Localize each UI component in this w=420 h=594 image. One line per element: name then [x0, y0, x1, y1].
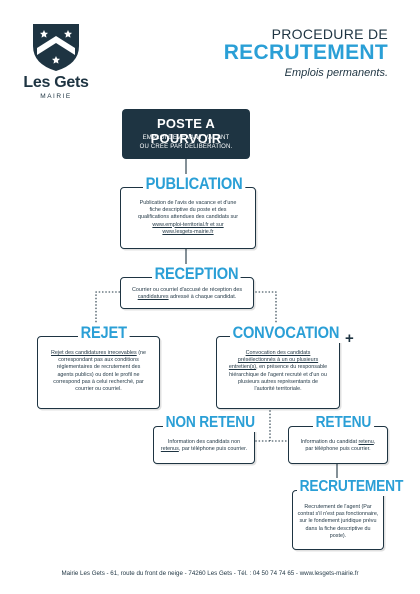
recrutement-title: RECRUTEMENT	[297, 478, 406, 496]
retenu-line: par téléphone puis courrier.	[305, 446, 371, 453]
poste-subtitle: EMPLOI DEVENANT VACANT OU CRÉE PAR DÉLIB…	[122, 134, 250, 151]
convocation-underlined: entretien(s)	[228, 364, 257, 371]
rejet-line-rest: (ne	[136, 350, 146, 356]
connector-reception-rejet	[95, 291, 120, 333]
retenu-line-post: ,	[373, 439, 376, 445]
retenu-line: Information du candidat retenu,	[293, 439, 383, 446]
brand-subtitle: MAIRIE	[40, 93, 72, 100]
publication-line: Publication de l'avis de vacance et d'un…	[139, 200, 237, 206]
rejet-line: Rejet des candidatures irrecevables (ne	[43, 350, 154, 357]
rejet-line: réglementaires de recrutement des	[56, 364, 141, 371]
poste-sub-line-1: EMPLOI DEVENANT VACANT	[142, 135, 230, 141]
box-rejet: REJET Rejet des candidatures irrecevable…	[37, 323, 160, 409]
crest-icon	[33, 24, 79, 71]
retenu-title: RETENU	[313, 414, 374, 432]
rejet-line: correspond pas à celui recherché, par	[53, 378, 144, 385]
box-publication: PUBLICATION Publication de l'avis de vac…	[120, 174, 256, 249]
box-non-retenu: NON RETENU Information des candidats non…	[153, 414, 258, 464]
poste-sub-line-2: OU CRÉE PAR DÉLIBÉRATION.	[139, 143, 233, 150]
non-retenu-text: Information des candidats non retenus, p…	[158, 439, 250, 453]
convocation-line: présélectionnés à un ou plusieurs	[237, 357, 319, 364]
reception-underlined: candidatures	[137, 294, 169, 301]
page-title: RECRUTEMENT	[223, 41, 388, 64]
recrutement-line: dans la fiche descriptive du	[305, 525, 371, 532]
non-retenu-line-rest: , par téléphone puis courrier.	[178, 446, 248, 453]
plus-icon: +	[345, 330, 354, 347]
publication-line: qualifications attendues des candidats s…	[137, 214, 239, 221]
convocation-line: plusieurs autres représentants de	[237, 378, 318, 385]
connector-reception-convocation	[252, 291, 277, 333]
box-recrutement: RECRUTEMENT Recrutement de l'agent (Par …	[292, 478, 406, 550]
convocation-line: hiérarchique de l'agent recruté et d'un …	[229, 371, 327, 378]
convocation-line: Convocation des candidats	[245, 350, 311, 356]
rejet-underlined: Rejet des candidatures irrecevables	[51, 350, 137, 356]
box-retenu: RETENU Information du candidat retenu, p…	[288, 414, 388, 464]
title-line-1: PROCEDURE DE	[271, 26, 388, 42]
brand-name: Les Gets	[23, 74, 89, 91]
link-emploi-territorial[interactable]: www.emploi-territorial.fr et sur	[152, 221, 224, 228]
link-lesgets-mairie[interactable]: www.lesgets-mairie.fr	[162, 228, 214, 235]
recrutement-line: Recrutement de l'agent (Par	[304, 504, 372, 510]
box-poste-a-pourvoir: POSTE A POURVOIR EMPLOI DEVENANT VACANT …	[122, 109, 250, 159]
box-convocation: CONVOCATION Convocation des candidats pr…	[216, 323, 342, 409]
recrutement-line: sur le fondement juridique prévu	[299, 518, 377, 525]
non-retenu-line: retenus, par téléphone puis courrier.	[158, 446, 250, 453]
footer: Mairie Les Gets - 61, route du front de …	[61, 570, 359, 577]
box-reception: RECEPTION Courrier ou courriel d'accusé …	[120, 264, 254, 309]
subtitle: Emplois permanents.	[284, 67, 388, 79]
reception-title: RECEPTION	[152, 264, 241, 284]
convocation-text: Convocation des candidats présélectionné…	[222, 350, 334, 393]
convocation-line: entretien(s), en présence du responsable	[222, 364, 334, 371]
rejet-text: Rejet des candidatures irrecevables (ne …	[43, 350, 154, 393]
recrutement-text: Recrutement de l'agent (Par contrat s'il…	[297, 504, 379, 540]
publication-title: PUBLICATION	[143, 174, 246, 194]
poste-title: POSTE A POURVOIR	[150, 116, 222, 146]
reception-line: candidatures adressé à chaque candidat.	[127, 294, 247, 301]
recrutement-line: poste).	[329, 532, 347, 539]
convocation-title: CONVOCATION	[230, 323, 342, 343]
retenu-underlined: retenu	[358, 439, 374, 445]
publication-line: fiche descriptive du poste et des	[149, 207, 227, 214]
rejet-line: agents publics) ou dont le profil ne	[57, 371, 140, 378]
reception-text: Courrier ou courriel d'accusé de récepti…	[127, 287, 247, 301]
non-retenu-title: NON RETENU	[163, 414, 258, 432]
convocation-line-rest: , en présence du responsable	[256, 364, 328, 371]
recrutement-line: contrat s'il n'est pas fonctionnaire,	[297, 511, 379, 518]
rejet-line: courrier ou courriel.	[75, 386, 122, 393]
non-retenu-underlined: retenus	[160, 446, 179, 453]
rejet-title: REJET	[78, 323, 130, 343]
rejet-line: correspondant pas aux conditions	[58, 357, 139, 364]
non-retenu-line: Information des candidats non	[167, 439, 241, 445]
retenu-text: Information du candidat retenu, par télé…	[293, 439, 383, 453]
retenu-line-pre: Information du candidat	[300, 439, 359, 445]
reception-line: Courrier ou courriel d'accusé de récepti…	[131, 287, 243, 293]
reception-line-rest: adressé à chaque candidat.	[168, 294, 237, 301]
convocation-line: l'autorité territoriale.	[254, 386, 302, 393]
publication-text: Publication de l'avis de vacance et d'un…	[127, 200, 249, 236]
